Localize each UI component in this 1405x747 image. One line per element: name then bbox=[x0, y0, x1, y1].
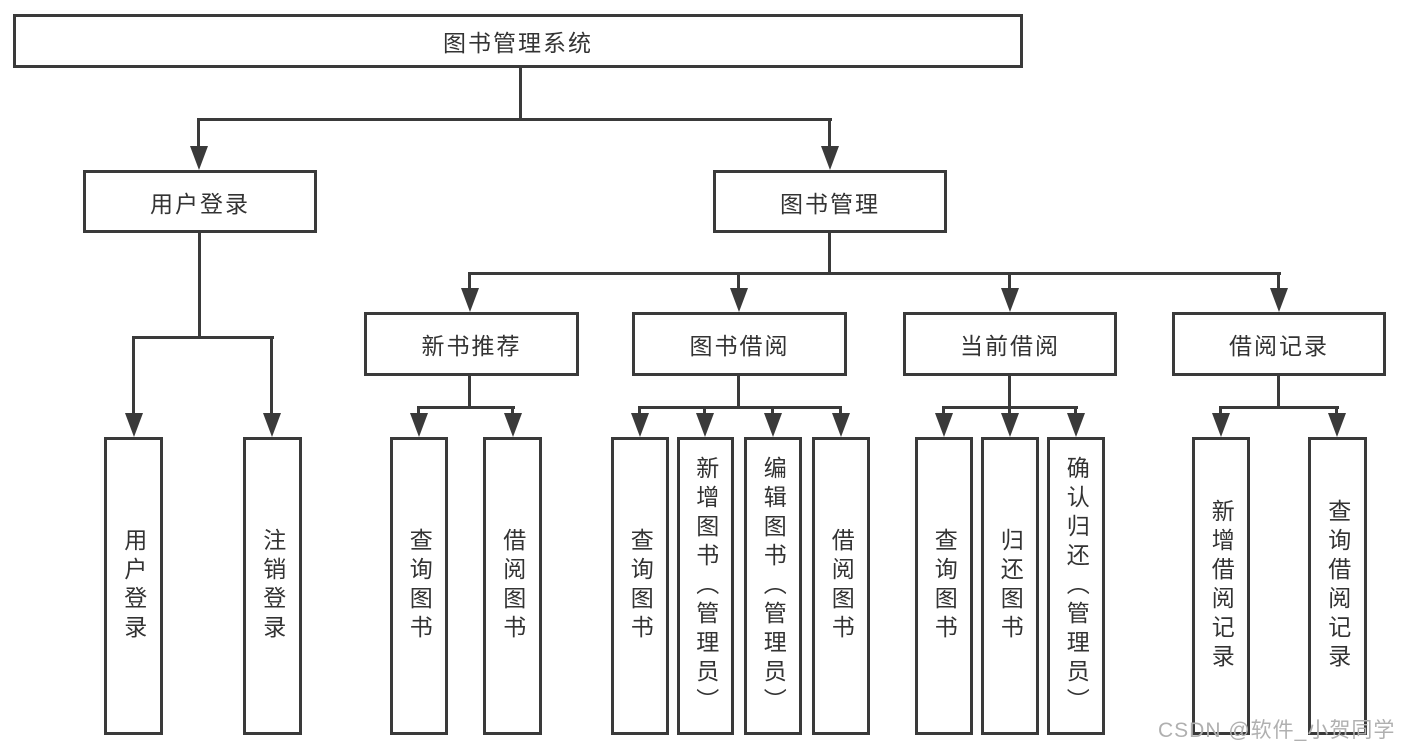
leaf-label: 新增图书（管理员） bbox=[692, 455, 719, 717]
csdn-watermark: CSDN @软件_小贺同学 bbox=[1158, 719, 1396, 742]
arrow-down-icon bbox=[1008, 406, 1011, 413]
arrow-down-icon bbox=[197, 118, 200, 146]
arrow-down-icon bbox=[737, 272, 740, 288]
node-borrow-records: 借阅记录 bbox=[1172, 312, 1386, 376]
leaf-label: 借阅图书 bbox=[499, 528, 526, 644]
connector-login-split bbox=[133, 336, 274, 339]
leaf-query-book-3: 查询图书 bbox=[915, 437, 973, 735]
leaf-query-borrow-record: 查询借阅记录 bbox=[1308, 437, 1367, 735]
connector-group1-split bbox=[638, 406, 842, 409]
arrow-down-icon bbox=[703, 406, 706, 413]
arrow-down-icon bbox=[468, 272, 471, 288]
leaf-label: 查询图书 bbox=[627, 528, 654, 644]
node-root: 图书管理系统 bbox=[13, 14, 1023, 68]
arrow-down-icon bbox=[1219, 406, 1222, 413]
leaf-label: 编辑图书（管理员） bbox=[760, 455, 787, 717]
connector-group0-stem bbox=[468, 376, 471, 406]
leaf-add-borrow-record: 新增借阅记录 bbox=[1192, 437, 1250, 735]
leaf-query-book-1: 查询图书 bbox=[390, 437, 448, 735]
leaf-label: 用户登录 bbox=[120, 528, 147, 644]
arrow-down-icon bbox=[1335, 406, 1338, 413]
arrow-down-icon bbox=[638, 406, 641, 413]
leaf-logout: 注销登录 bbox=[243, 437, 302, 735]
leaf-confirm-return-admin: 确认归还（管理员） bbox=[1047, 437, 1105, 735]
node-current-borrow: 当前借阅 bbox=[903, 312, 1117, 376]
arrow-down-icon bbox=[270, 336, 273, 413]
leaf-borrow-book-1: 借阅图书 bbox=[483, 437, 542, 735]
connector-group1-stem bbox=[737, 376, 740, 406]
leaf-label: 归还图书 bbox=[997, 528, 1024, 644]
leaf-edit-book-admin: 编辑图书（管理员） bbox=[744, 437, 802, 735]
leaf-user-login: 用户登录 bbox=[104, 437, 163, 735]
leaf-label: 新增借阅记录 bbox=[1208, 499, 1235, 673]
connector-group2-stem bbox=[1008, 376, 1011, 406]
leaf-add-book-admin: 新增图书（管理员） bbox=[677, 437, 734, 735]
leaf-label: 借阅图书 bbox=[828, 528, 855, 644]
connector-group3-split bbox=[1219, 406, 1339, 409]
arrow-down-icon bbox=[771, 406, 774, 413]
arrow-down-icon bbox=[1008, 272, 1011, 288]
leaf-return-book: 归还图书 bbox=[981, 437, 1039, 735]
leaf-label: 查询图书 bbox=[931, 528, 958, 644]
connector-group0-split bbox=[418, 406, 515, 409]
arrow-down-icon bbox=[511, 406, 514, 413]
leaf-query-book-2: 查询图书 bbox=[611, 437, 669, 735]
node-user-login: 用户登录 bbox=[83, 170, 317, 233]
connector-root-stem bbox=[519, 68, 522, 118]
connector-management-split bbox=[469, 272, 1281, 275]
arrow-down-icon bbox=[132, 336, 135, 413]
leaf-label: 查询图书 bbox=[406, 528, 433, 644]
arrow-down-icon bbox=[942, 406, 945, 413]
leaf-label: 注销登录 bbox=[259, 528, 286, 644]
node-new-book-recommend: 新书推荐 bbox=[364, 312, 579, 376]
connector-management-stem bbox=[828, 233, 831, 272]
leaf-borrow-book-2: 借阅图书 bbox=[812, 437, 870, 735]
connector-root-split bbox=[198, 118, 832, 121]
arrow-down-icon bbox=[839, 406, 842, 413]
arrow-down-icon bbox=[417, 406, 420, 413]
arrow-down-icon bbox=[1277, 272, 1280, 288]
node-book-management: 图书管理 bbox=[713, 170, 947, 233]
arrow-down-icon bbox=[828, 118, 831, 146]
connector-login-stem bbox=[198, 233, 201, 336]
arrow-down-icon bbox=[1074, 406, 1077, 413]
node-book-borrow: 图书借阅 bbox=[632, 312, 847, 376]
leaf-label: 查询借阅记录 bbox=[1324, 499, 1351, 673]
connector-group3-stem bbox=[1277, 376, 1280, 406]
leaf-label: 确认归还（管理员） bbox=[1063, 455, 1090, 717]
